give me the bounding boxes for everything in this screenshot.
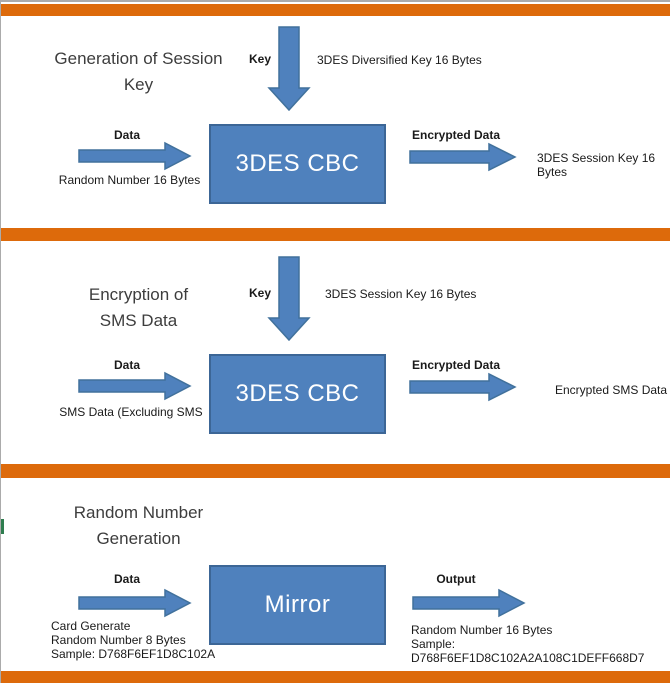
section1-data-label: Data xyxy=(113,128,140,142)
section1-data-annotation: Random Number 16 Bytes xyxy=(58,173,201,187)
section1-title: Generation of Session Key xyxy=(41,46,236,98)
section2-key-annotation: 3DES Session Key 16 Bytes xyxy=(325,287,477,301)
section1-output-right-arrow xyxy=(409,142,517,172)
divider-bar-bottom xyxy=(1,671,670,683)
green-accent-mark xyxy=(1,519,4,534)
section3-data-annotation-line1: Card Generate xyxy=(51,619,131,633)
section2-key-down-arrow xyxy=(267,256,311,342)
section1-key-annotation: 3DES Diversified Key 16 Bytes xyxy=(317,53,482,67)
section2-title-line1: Encryption of xyxy=(88,285,189,304)
section3-output-annotation-line2: Sample: D768F6EF1D8C102A2A108C1DEFF668D7 xyxy=(411,637,645,665)
section2-key-label: Key xyxy=(248,286,271,300)
section2-data-annotation: SMS Data (Excluding SMS xyxy=(59,405,203,419)
section1-output-annotation: 3DES Session Key 16 Bytes xyxy=(537,151,656,179)
section1-process-box: 3DES CBC xyxy=(209,124,386,204)
section3-output-annotation-line1: Random Number 16 Bytes xyxy=(411,623,553,637)
section3-data-annotation-line2: Random Number 8 Bytes xyxy=(51,633,186,647)
divider-bar-2 xyxy=(1,464,670,478)
divider-bar-1 xyxy=(1,228,670,241)
section3-title-line2: Generation xyxy=(96,529,181,548)
section1-key-down-arrow xyxy=(267,26,311,112)
divider-bar-top xyxy=(1,4,670,16)
section1-title-line1: Generation of Session xyxy=(54,49,223,68)
section3-data-annotation: Card Generate Random Number 8 Bytes Samp… xyxy=(51,619,215,661)
section2-output-right-arrow xyxy=(409,372,517,402)
section2-output-annotation: Encrypted SMS Data xyxy=(555,383,668,397)
section3-output-annotation: Random Number 16 Bytes Sample: D768F6EF1… xyxy=(411,623,670,665)
section3-title: Random Number Generation xyxy=(41,500,236,552)
section3-title-line1: Random Number xyxy=(73,503,204,522)
section3-data-right-arrow xyxy=(78,588,192,618)
section3-output-label: Output xyxy=(436,572,476,586)
section2-output-label: Encrypted Data xyxy=(411,358,501,372)
section1-title-line2: Key xyxy=(123,75,154,94)
section2-data-label: Data xyxy=(113,358,140,372)
section1-key-label: Key xyxy=(248,52,271,66)
section1-output-label: Encrypted Data xyxy=(411,128,501,142)
section2-process-box: 3DES CBC xyxy=(209,354,386,434)
section3-process-box: Mirror xyxy=(209,565,386,645)
section3-data-annotation-line3: Sample: D768F6EF1D8C102A xyxy=(51,647,216,661)
section1-data-right-arrow xyxy=(78,141,192,171)
section2-title-line2: SMS Data xyxy=(99,311,178,330)
section3-data-label: Data xyxy=(113,572,140,586)
section3-output-right-arrow xyxy=(412,588,526,618)
section2-title: Encryption of SMS Data xyxy=(41,282,236,334)
section2-data-right-arrow xyxy=(78,371,192,401)
